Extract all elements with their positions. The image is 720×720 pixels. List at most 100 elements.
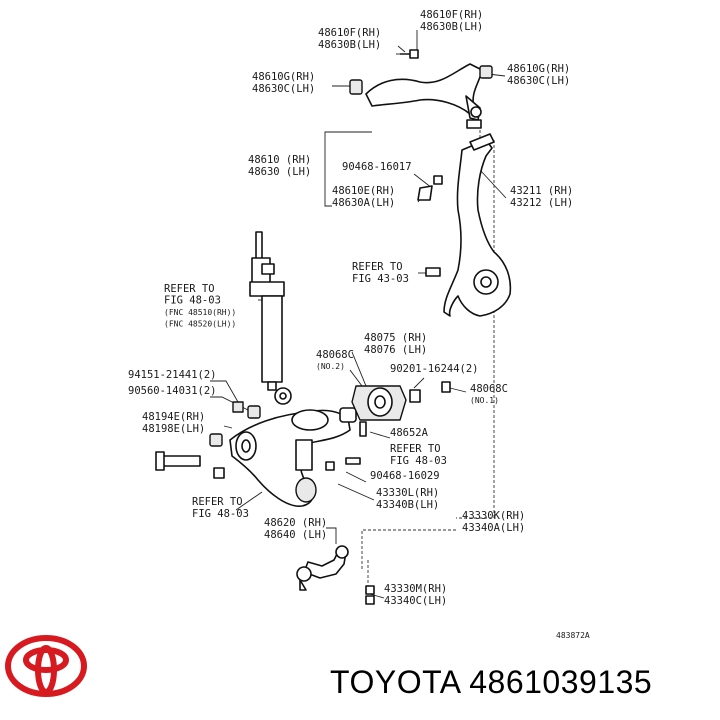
- upper-control-arm: [365, 63, 483, 129]
- label-48610f-top: 48610F(RH)48630B(LH): [420, 9, 483, 33]
- part-label-line: (NO.1): [470, 396, 499, 405]
- part-label-line: (FNC 48510(RH)): [164, 308, 236, 317]
- part-label-line: 48630 (LH): [248, 166, 311, 178]
- part-label-line: 48620 (RH): [264, 517, 327, 529]
- part-label-line: 43212 (LH): [510, 197, 573, 209]
- label-48194e: 48194E(RH)48198E(LH): [142, 411, 205, 435]
- label-48075: 48075 (RH)48076 (LH): [364, 332, 427, 356]
- part-label-line: 90201-16244(2): [390, 363, 479, 375]
- part-label-line: 48068C: [470, 383, 508, 395]
- bushing-icon: [349, 79, 363, 95]
- shock-absorber: [249, 231, 292, 405]
- part-label-line: 90468-16017: [342, 161, 412, 173]
- label-43330l: 43330L(RH)43340B(LH): [376, 487, 439, 511]
- nut-icon: [441, 381, 451, 393]
- part-label-line: 48652A: [390, 427, 429, 439]
- bolt-icon: [345, 457, 361, 465]
- part-label-line: 48610G(RH): [507, 63, 570, 75]
- steering-knuckle: [425, 133, 512, 317]
- part-label-line: 48630B(LH): [420, 21, 483, 33]
- part-label-line: 94151-21441(2): [128, 369, 217, 381]
- part-label-line: FIG 43-03: [352, 273, 409, 285]
- label-90560-14031: 90560-14031(2): [128, 385, 217, 397]
- label-48068c-left: 48068C(NO.2): [316, 349, 354, 371]
- part-label-line: FIG 48-03: [164, 295, 221, 307]
- part-label-line: REFER TO: [164, 283, 215, 295]
- part-label-line: 48630B(LH): [318, 39, 381, 51]
- part-label-line: 48194E(RH): [142, 411, 205, 423]
- bushing-icon: [479, 65, 493, 79]
- part-label-line: 90468-16029: [370, 470, 440, 482]
- brand-part-number: TOYOTA 4861039135: [330, 664, 653, 700]
- part-label-line: 43340B(LH): [376, 499, 439, 511]
- nut-icon: [365, 595, 375, 605]
- part-label-line: 48068C: [316, 349, 354, 361]
- part-label-line: 48630C(LH): [252, 83, 315, 95]
- part-label-line: 48610G(RH): [252, 71, 315, 83]
- bolt-icon: [425, 267, 441, 277]
- label-48068c-right: 48068C(NO.1): [470, 383, 508, 405]
- part-label-line: FIG 48-03: [192, 508, 249, 520]
- label-90468-16029: 90468-16029: [370, 470, 440, 482]
- label-43330m: 43330M(RH)43340C(LH): [384, 583, 447, 607]
- part-label-line: 48630C(LH): [507, 75, 570, 87]
- bolt-icon: [359, 421, 367, 437]
- bolt-icon: [409, 389, 421, 403]
- part-label-line: REFER TO: [390, 443, 441, 455]
- lower-control-arm: [229, 407, 373, 507]
- nut-icon: [232, 401, 244, 413]
- bracket-icon: [261, 263, 275, 275]
- label-48620: 48620 (RH)48640 (LH): [264, 517, 327, 541]
- upper-arm-hardware: [349, 49, 493, 201]
- toyota-logo-icon: [5, 635, 87, 697]
- part-label-line: 43340C(LH): [384, 595, 447, 607]
- part-label-line: 43340A(LH): [462, 522, 525, 534]
- label-90468-16017: 90468-16017: [342, 161, 412, 173]
- part-label-line: 48198E(LH): [142, 423, 205, 435]
- part-label-line: 43330L(RH): [376, 487, 439, 499]
- washer-icon: [247, 405, 261, 419]
- label-diagram-id: 483872A: [556, 631, 590, 640]
- part-label-line: 48610F(RH): [318, 27, 381, 39]
- part-label-line: FIG 48-03: [390, 455, 447, 467]
- part-label-line: 48610F(RH): [420, 9, 483, 21]
- bolt-icon: [159, 455, 201, 467]
- label-43211: 43211 (RH)43212 (LH): [510, 185, 573, 209]
- lower-arm-hardware: [155, 381, 451, 479]
- nut-icon: [325, 461, 335, 471]
- label-94151-21441: 94151-21441(2): [128, 369, 217, 381]
- label-48610e: 48610E(RH)48630A(LH): [332, 185, 395, 209]
- label-48610: 48610 (RH)48630 (LH): [248, 154, 311, 178]
- nut-icon: [365, 585, 375, 595]
- ball-joint: [296, 545, 375, 605]
- label-48610g-right: 48610G(RH)48630C(LH): [507, 63, 570, 87]
- bushing-icon: [295, 477, 317, 503]
- part-label-line: 48075 (RH): [364, 332, 427, 344]
- part-label-line: (NO.2): [316, 362, 345, 371]
- clip-icon: [417, 185, 433, 201]
- label-48610f-left: 48610F(RH)48630B(LH): [318, 27, 381, 51]
- part-label-line: 483872A: [556, 631, 590, 640]
- part-label-line: 43211 (RH): [510, 185, 573, 197]
- label-48610g-left: 48610G(RH)48630C(LH): [252, 71, 315, 95]
- part-label-line: 48610E(RH): [332, 185, 395, 197]
- label-43330k: 43330K(RH)43340A(LH): [462, 510, 525, 534]
- label-90201-16244: 90201-16244(2): [390, 363, 479, 375]
- part-label-line: 48610 (RH): [248, 154, 311, 166]
- washer-icon: [209, 433, 223, 447]
- bolt-icon: [400, 49, 419, 59]
- nut-icon: [433, 175, 443, 185]
- part-label-line: 48076 (LH): [364, 344, 427, 356]
- part-label-line: 48630A(LH): [332, 197, 395, 209]
- label-48652a: 48652A: [390, 427, 429, 439]
- part-label-line: 48640 (LH): [264, 529, 327, 541]
- part-label-line: (FNC 48520(LH)): [164, 320, 236, 329]
- nut-icon: [213, 467, 225, 479]
- part-label-line: REFER TO: [192, 496, 243, 508]
- part-label-line: 90560-14031(2): [128, 385, 217, 397]
